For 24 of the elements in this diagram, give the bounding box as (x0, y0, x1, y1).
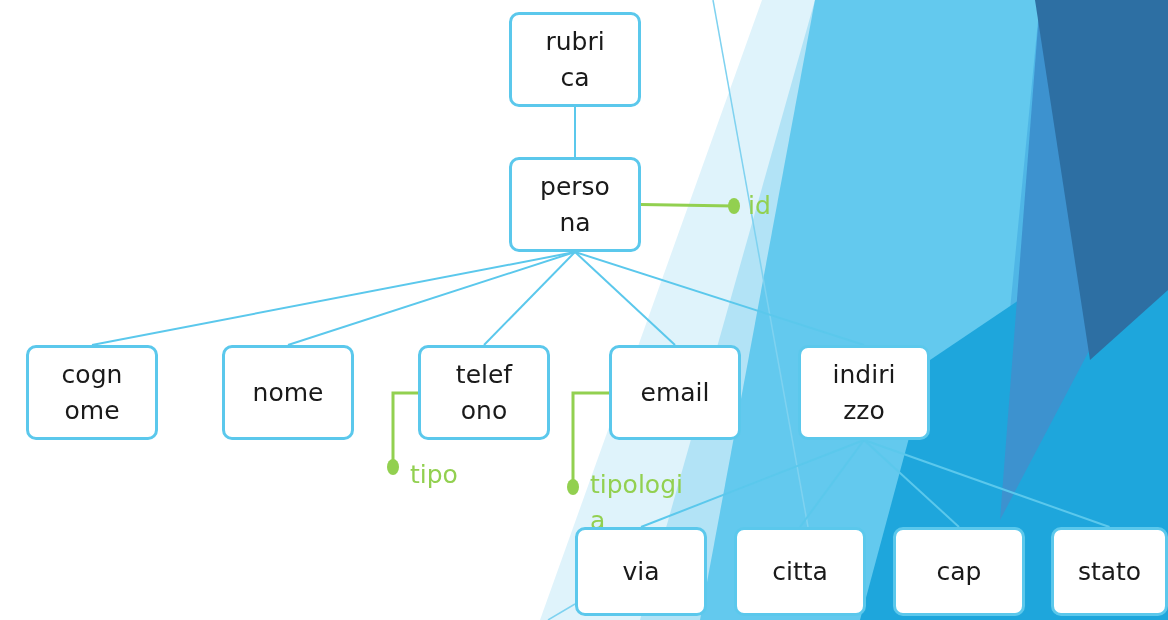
entity-box: cogn ome (26, 345, 158, 440)
connector-line (287, 251, 576, 346)
entity-box: email (609, 345, 741, 440)
entity-box: indiri zzo (798, 345, 930, 440)
entity-box: nome (222, 345, 354, 440)
connector-line (483, 251, 576, 346)
connector-line (863, 439, 960, 528)
entity-box: stato (1051, 527, 1168, 616)
connector-line (640, 439, 865, 528)
entity-box: via (575, 527, 707, 616)
entity-box: rubri ca (509, 12, 641, 107)
connector-line (574, 106, 576, 158)
entity-box: perso na (509, 157, 641, 252)
connector-line (574, 251, 865, 346)
connector-line (640, 198, 740, 214)
connector-line (387, 391, 418, 475)
connector-line (799, 439, 865, 528)
attribute-label: id (748, 188, 788, 224)
connector-line (574, 251, 676, 346)
attribute-label: tipo (410, 457, 480, 493)
entity-box: telef ono (418, 345, 550, 440)
entity-box: citta (734, 527, 866, 616)
connector-line (567, 391, 609, 495)
entity-box: cap (893, 527, 1025, 616)
